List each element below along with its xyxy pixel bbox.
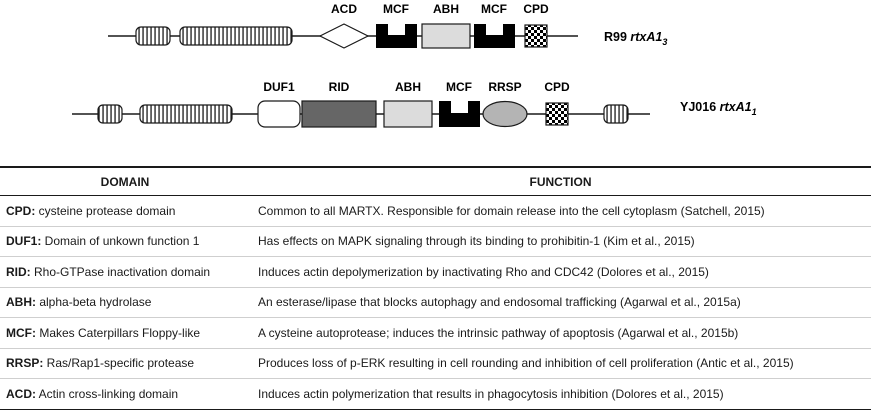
domain-architecture-diagram: ACD MCF ABH MCF CPD R99 rtxA13 DUF1 RID …: [72, 2, 757, 128]
construct-r99: ACD MCF ABH MCF CPD R99 rtxA13: [108, 2, 667, 49]
cpd-domain-shape: [524, 24, 548, 48]
repeat-block: [179, 26, 293, 46]
table-row: ABH: alpha-beta hydrolase An esterase/li…: [0, 287, 871, 318]
domain-name: alpha-beta hydrolase: [36, 295, 152, 310]
domain-function-table-wrapper: DOMAIN FUNCTION CPD: cysteine protease d…: [0, 166, 871, 410]
repeat-block: [603, 104, 629, 124]
function-cell: An esterase/lipase that blocks autophagy…: [250, 287, 871, 318]
function-cell: Induces actin depolymerization by inacti…: [250, 256, 871, 288]
domain-cell: ACD: Actin cross-linking domain: [0, 378, 250, 410]
domain-label: DUF1: [263, 80, 295, 94]
domain-label: ABH: [433, 2, 459, 16]
domain-cell: RRSP: Ras/Rap1-specific protease: [0, 348, 250, 379]
domain-function-table: DOMAIN FUNCTION CPD: cysteine protease d…: [0, 166, 871, 410]
domain-label: MCF: [383, 2, 409, 16]
domain-label: CPD: [544, 80, 570, 94]
table-row: RRSP: Ras/Rap1-specific protease Produce…: [0, 348, 871, 379]
domain-abbr: RID:: [6, 264, 31, 279]
domain-name: Rho-GTPase inactivation domain: [30, 264, 211, 279]
function-cell: A cysteine autoprotease; induces the int…: [250, 317, 871, 349]
table-row: CPD: cysteine protease domain Common to …: [0, 195, 871, 227]
domain-label: MCF: [446, 80, 472, 94]
domain-abbr: DUF1:: [6, 234, 42, 249]
domain-name: Domain of unkown function 1: [41, 234, 200, 249]
domain-cell: MCF: Makes Caterpillars Floppy-like: [0, 317, 250, 349]
domain-abbr: MCF:: [6, 325, 36, 340]
column-header-function: FUNCTION: [250, 166, 871, 196]
domain-abbr: ABH:: [6, 295, 36, 310]
table-row: MCF: Makes Caterpillars Floppy-like A cy…: [0, 317, 871, 349]
acd-domain-shape: [318, 23, 370, 49]
domain-cell: DUF1: Domain of unkown function 1: [0, 226, 250, 257]
domain-abbr: CPD:: [6, 203, 36, 218]
mcf-domain-shape: [439, 101, 480, 127]
domain-label: RID: [329, 80, 350, 94]
abh-domain-shape: [421, 23, 471, 49]
domain-cell: CPD: cysteine protease domain: [0, 195, 250, 227]
domain-name: Makes Caterpillars Floppy-like: [36, 325, 201, 340]
repeat-block: [97, 104, 123, 124]
domain-label: RRSP: [488, 80, 521, 94]
repeat-block: [135, 26, 171, 46]
domain-label: ABH: [395, 80, 421, 94]
domain-label: ACD: [331, 2, 357, 16]
domain-name: Ras/Rap1-specific protease: [43, 356, 195, 371]
domain-label: CPD: [523, 2, 549, 16]
construct-label: R99 rtxA13: [604, 30, 667, 47]
rrsp-domain-shape: [482, 100, 528, 128]
domain-label: MCF: [481, 2, 507, 16]
domain-abbr: ACD:: [6, 386, 36, 401]
table-row: RID: Rho-GTPase inactivation domain Indu…: [0, 256, 871, 288]
column-header-domain: DOMAIN: [0, 166, 250, 196]
function-cell: Common to all MARTX. Responsible for dom…: [250, 195, 871, 227]
domain-abbr: RRSP:: [6, 356, 44, 371]
table-row: ACD: Actin cross-linking domain Induces …: [0, 378, 871, 410]
domain-name: cysteine protease domain: [35, 203, 176, 218]
rid-domain-shape: [301, 100, 377, 128]
construct-yj016: DUF1 RID ABH MCF RRSP CPD YJ016 rtxA11: [72, 80, 757, 128]
table-row: DUF1: Domain of unkown function 1 Has ef…: [0, 226, 871, 257]
duf1-domain-shape: [257, 100, 301, 128]
mcf-domain-shape: [474, 24, 515, 48]
domain-cell: ABH: alpha-beta hydrolase: [0, 287, 250, 318]
function-cell: Produces loss of p-ERK resulting in cell…: [250, 348, 871, 379]
construct-label: YJ016 rtxA11: [680, 100, 757, 117]
domain-cell: RID: Rho-GTPase inactivation domain: [0, 256, 250, 288]
mcf-domain-shape: [376, 24, 417, 48]
function-cell: Has effects on MAPK signaling through it…: [250, 226, 871, 257]
table-header-row: DOMAIN FUNCTION: [0, 166, 871, 196]
domain-name: Actin cross-linking domain: [36, 386, 179, 401]
repeat-block: [139, 104, 233, 124]
cpd-domain-shape: [545, 102, 569, 126]
function-cell: Induces actin polymerization that result…: [250, 378, 871, 410]
abh-domain-shape: [383, 100, 433, 128]
